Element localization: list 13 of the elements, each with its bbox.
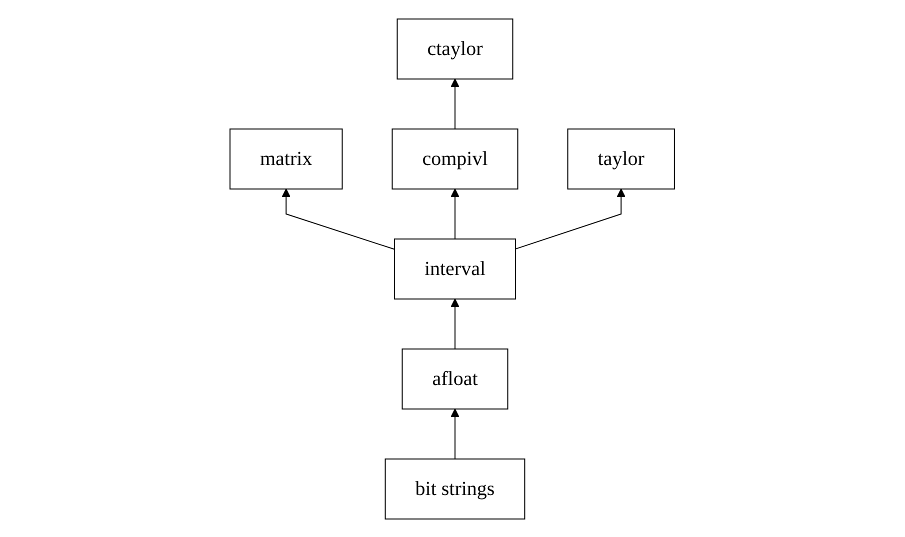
arrow — [450, 408, 460, 459]
node-box: matrix — [230, 128, 343, 189]
arrow — [282, 188, 396, 250]
arrow — [515, 188, 626, 249]
node-box: ctaylor — [397, 18, 514, 79]
node-box: afloat — [402, 348, 509, 409]
arrow — [450, 188, 460, 239]
node-box: interval — [394, 238, 516, 299]
arrow — [450, 298, 460, 349]
node-box: compivl — [392, 128, 519, 189]
node-box: taylor — [568, 128, 676, 189]
node-box: bit strings — [385, 458, 526, 519]
arrow — [450, 78, 460, 129]
